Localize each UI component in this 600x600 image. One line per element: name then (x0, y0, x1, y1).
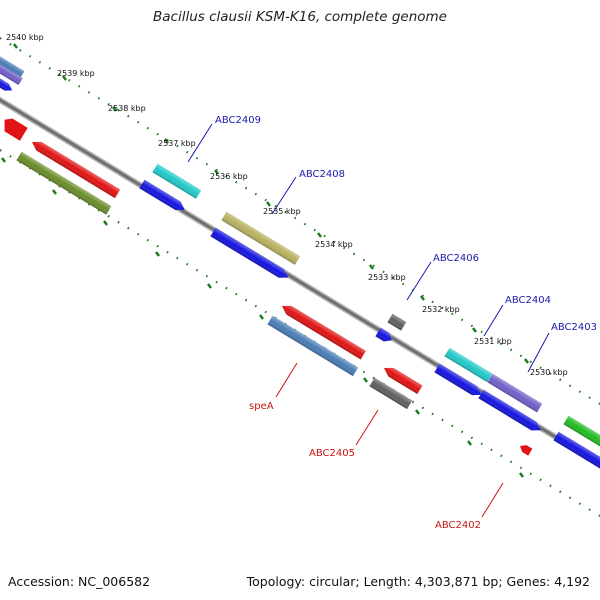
gene-label: ABC2404 (505, 295, 551, 306)
kbp-tick-mark (415, 409, 420, 415)
gene-label: ABC2408 (299, 169, 345, 180)
kbp-tick-mark (420, 295, 425, 301)
kbp-tick-mark (1, 157, 6, 163)
kbp-tick-mark (519, 472, 524, 478)
kbp-tick-mark (363, 377, 368, 383)
kbp-tick-mark (259, 314, 264, 320)
gene-label: ABC2403 (551, 322, 597, 333)
cds-arrow (282, 305, 366, 360)
cds-arrow (478, 389, 541, 431)
gene-labels: ABC2409 ABC2408 ABC2406 ABC2404 ABC2403 … (187, 115, 597, 531)
cds-feature (221, 211, 301, 265)
kbp-tick-label: 2539 kbp (57, 69, 95, 78)
gene-label: ABC2402 (435, 520, 481, 531)
forward-features (0, 54, 600, 472)
kbp-tick-mark (472, 327, 477, 333)
gene-label: ABC2406 (433, 253, 479, 264)
kbp-tick-mark (214, 169, 219, 175)
kbp-tick-label: 2535 kbp (263, 207, 301, 216)
kbp-tick-mark (13, 43, 18, 49)
kbp-tick-mark (369, 264, 374, 270)
kbp-tick-mark (524, 358, 529, 364)
cds-feature (487, 373, 543, 413)
kbp-tick-mark (52, 189, 57, 195)
kbp-tick-label: 2540 kbp (6, 33, 44, 42)
cds-feature (152, 163, 202, 199)
label-leader (406, 261, 432, 301)
gene-label: speA (249, 401, 274, 412)
kbp-tick-label: 2537 kbp (158, 139, 196, 148)
kbp-tick-label: 2538 kbp (108, 104, 146, 113)
cds-arrow (553, 431, 600, 472)
kbp-tick-mark (62, 75, 67, 81)
kbp-tick-label: 2531 kbp (474, 337, 512, 346)
label-leader (271, 176, 297, 215)
label-leader (483, 304, 504, 337)
cds-arrow (4, 118, 28, 141)
kbp-tick-mark (112, 106, 117, 112)
kbp-tick-label: 2532 kbp (422, 305, 460, 314)
cds-arrow (384, 367, 423, 395)
cds-feature (563, 415, 600, 451)
cds-feature (387, 313, 407, 331)
cds-feature (444, 347, 493, 383)
label-leader (481, 482, 504, 518)
reverse-features (4, 118, 533, 456)
cds-arrow (520, 445, 533, 456)
label-leader (527, 332, 550, 373)
kbp-tick-mark (467, 440, 472, 446)
cds-feature (267, 315, 359, 377)
forward-tick-track (0, 37, 600, 405)
kbp-tick-mark (164, 138, 169, 144)
kbp-tick-label: 2530 kbp (530, 368, 568, 377)
kbp-tick-mark (155, 251, 160, 257)
cds-feature (369, 377, 413, 410)
kbp-tick-mark (317, 232, 322, 238)
cds-arrow (375, 327, 392, 342)
map-title: Bacillus clausii KSM-K16, complete genom… (153, 9, 447, 25)
cds-arrow (210, 227, 289, 278)
accession-label: Accession: NC_006582 (8, 574, 151, 589)
gene-label: ABC2405 (309, 448, 355, 459)
label-leader (355, 409, 379, 446)
kbp-tick-label: 2534 kbp (315, 240, 353, 249)
kbp-ticks: 2540 kbp 2539 kbp 2538 kbp 2537 kbp 2536… (1, 33, 568, 478)
label-leader (275, 362, 298, 398)
kbp-tick-mark (103, 220, 108, 226)
topology-label: Topology: circular; Length: 4,303,871 bp… (246, 574, 590, 589)
cds-arrow (139, 179, 185, 211)
kbp-tick-label: 2536 kbp (210, 172, 248, 181)
kbp-tick-label: 2533 kbp (368, 273, 406, 282)
cds-arrow (0, 76, 13, 91)
cds-arrow (32, 141, 121, 199)
cds-feature (16, 151, 112, 215)
cds-arrow (434, 363, 482, 396)
label-leader (187, 123, 213, 163)
cds-feature (0, 62, 23, 85)
gene-label: ABC2409 (215, 115, 261, 126)
kbp-tick-mark (207, 283, 212, 289)
cds-feature (0, 54, 25, 78)
kbp-tick-mark (266, 201, 271, 207)
